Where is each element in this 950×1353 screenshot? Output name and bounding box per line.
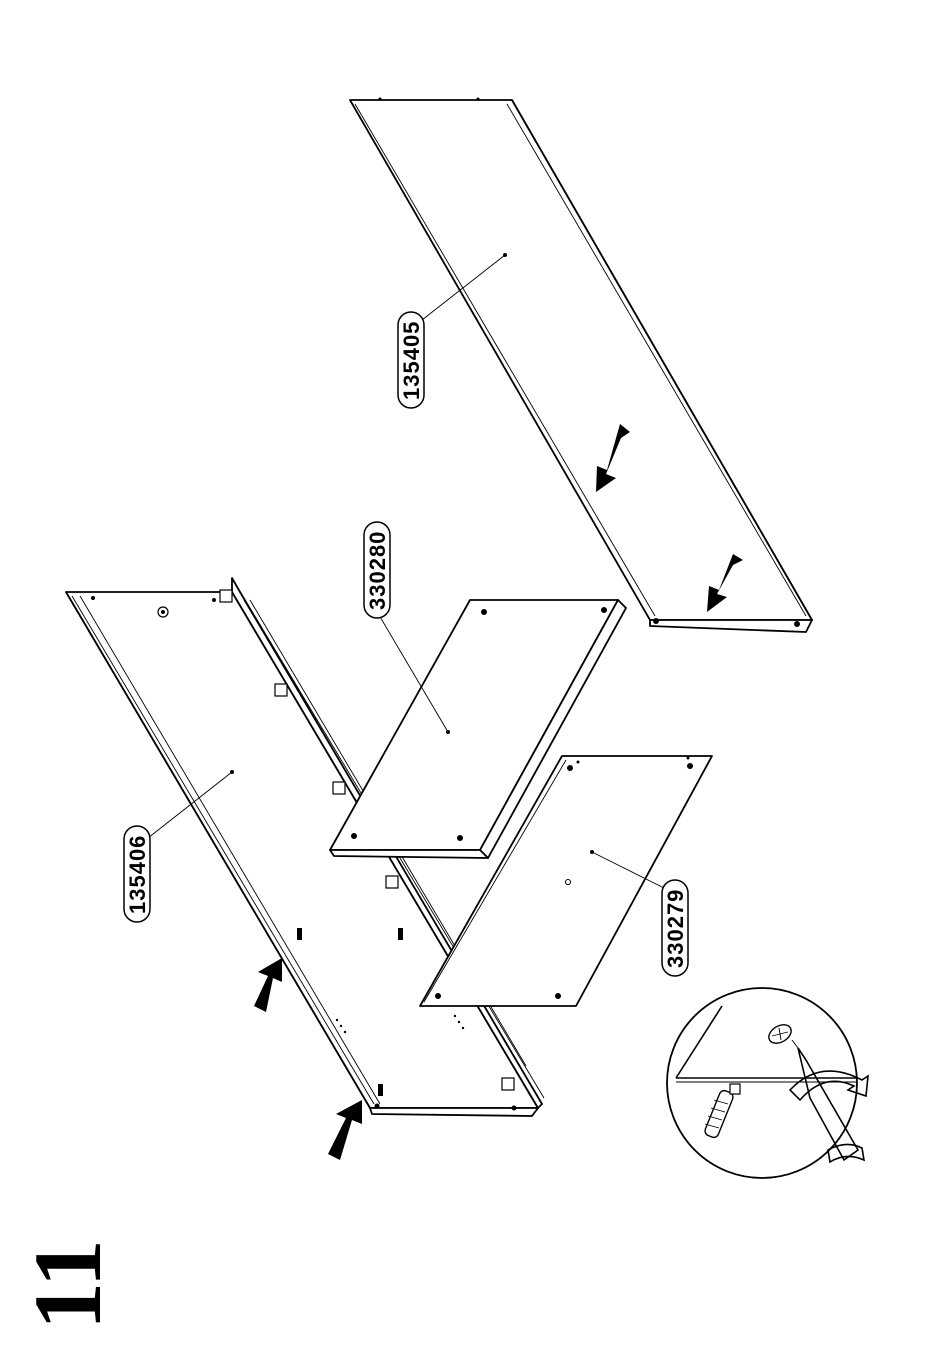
arrow-icon — [254, 958, 282, 1012]
part-code: 135405 — [399, 321, 424, 400]
part-label-135406: 135406 — [124, 826, 150, 922]
part-code: 330280 — [365, 531, 390, 610]
part-label-135405: 135405 — [398, 312, 424, 408]
arrow-icon — [328, 1100, 362, 1160]
part-label-330280: 330280 — [364, 522, 390, 618]
part-label-330279: 330279 — [662, 880, 688, 976]
step-number-text: 11 — [14, 1239, 121, 1330]
part-code: 135406 — [125, 835, 150, 914]
part-code: 330279 — [663, 889, 688, 968]
screwdriver-tightening-icon — [667, 988, 868, 1178]
step-number: 11 — [14, 1239, 121, 1330]
